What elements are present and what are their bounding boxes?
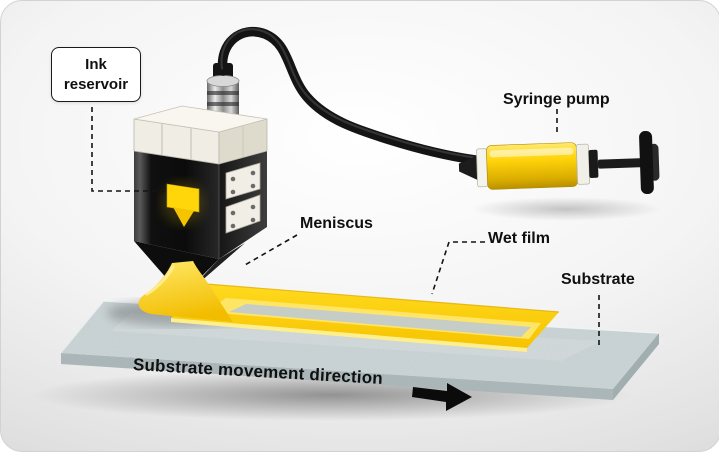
syringe-pump-label: Syringe pump	[503, 91, 610, 108]
supply-tube	[217, 26, 480, 165]
bolt-panels	[225, 162, 261, 234]
plunger-handle	[639, 131, 654, 195]
meniscus-label: Meniscus	[300, 215, 373, 232]
leader-wet-film	[431, 241, 485, 295]
movement-arrow-icon	[412, 383, 472, 411]
leader-ink-reservoir	[91, 107, 165, 192]
ink-reservoir-window	[161, 181, 205, 227]
wet-film	[171, 283, 560, 352]
coating-head	[133, 63, 268, 296]
head-top-blocks	[133, 105, 268, 165]
syringe-pump	[458, 131, 660, 195]
leader-lines	[91, 107, 600, 347]
plunger-rod	[597, 158, 643, 169]
substrate-label: Substrate	[561, 271, 635, 288]
syringe-tip	[458, 154, 480, 181]
wet-film-label: Wet film	[488, 230, 550, 247]
ink-reservoir-label: Ink reservoir	[51, 47, 141, 102]
leader-meniscus	[244, 234, 298, 266]
meniscus-shape	[138, 261, 233, 322]
